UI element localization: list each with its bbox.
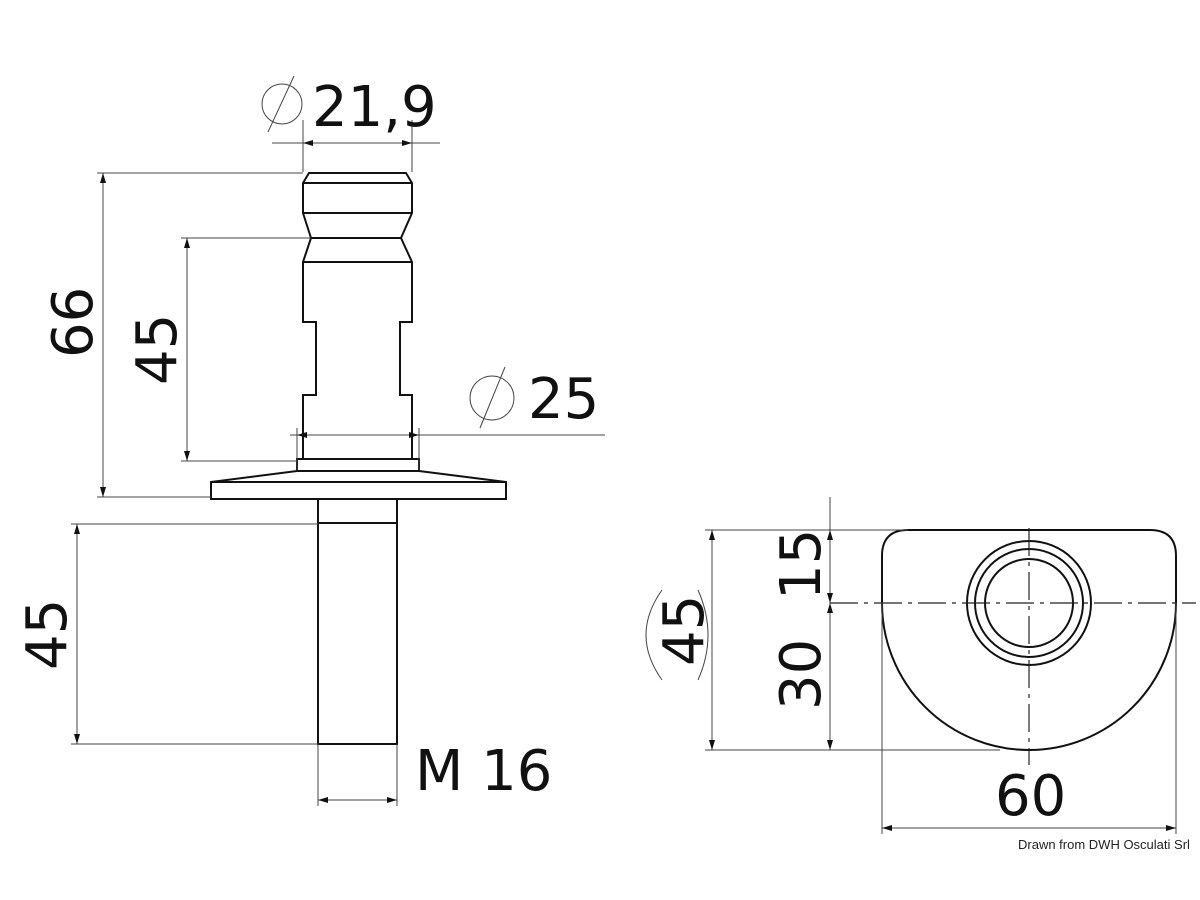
connector-head: [302, 172, 413, 460]
dim-upper-label: 15: [769, 529, 834, 600]
diameter-icon: [261, 75, 303, 133]
dimension-stem-length: 45: [15, 523, 318, 745]
dim-lower-label: 30: [769, 639, 834, 710]
dim-upper-height-label: 45: [125, 314, 190, 385]
reference-parenthesis: [645, 589, 709, 681]
credit-text: Drawn from DWH Osculati Srl: [1018, 837, 1190, 852]
top-view-part: [830, 528, 1196, 765]
flange: [210, 470, 507, 500]
collar: [296, 458, 420, 472]
diameter-icon: [469, 366, 515, 429]
dimension-upper-height: 45: [125, 237, 311, 462]
dimension-top-diameter: 21,9: [261, 75, 440, 172]
dim-total-label: 45: [652, 595, 717, 666]
threaded-stem: [317, 498, 398, 745]
dim-thread-label: M 16: [415, 739, 552, 804]
dim-top-diameter-label: 21,9: [312, 75, 437, 140]
dimension-base-diameter: 25: [290, 366, 605, 470]
dim-stem-length-label: 45: [15, 599, 80, 670]
dim-width-label: 60: [995, 764, 1066, 829]
side-view-part: [210, 172, 507, 745]
dimension-total-height: 66: [41, 172, 303, 498]
dimension-top-view-vertical: 15 30 45: [645, 497, 1000, 751]
dimension-width: 60: [881, 603, 1177, 834]
dimension-thread: M 16: [317, 739, 552, 806]
dim-base-diameter-label: 25: [528, 367, 599, 432]
dim-total-height-label: 66: [41, 287, 106, 358]
